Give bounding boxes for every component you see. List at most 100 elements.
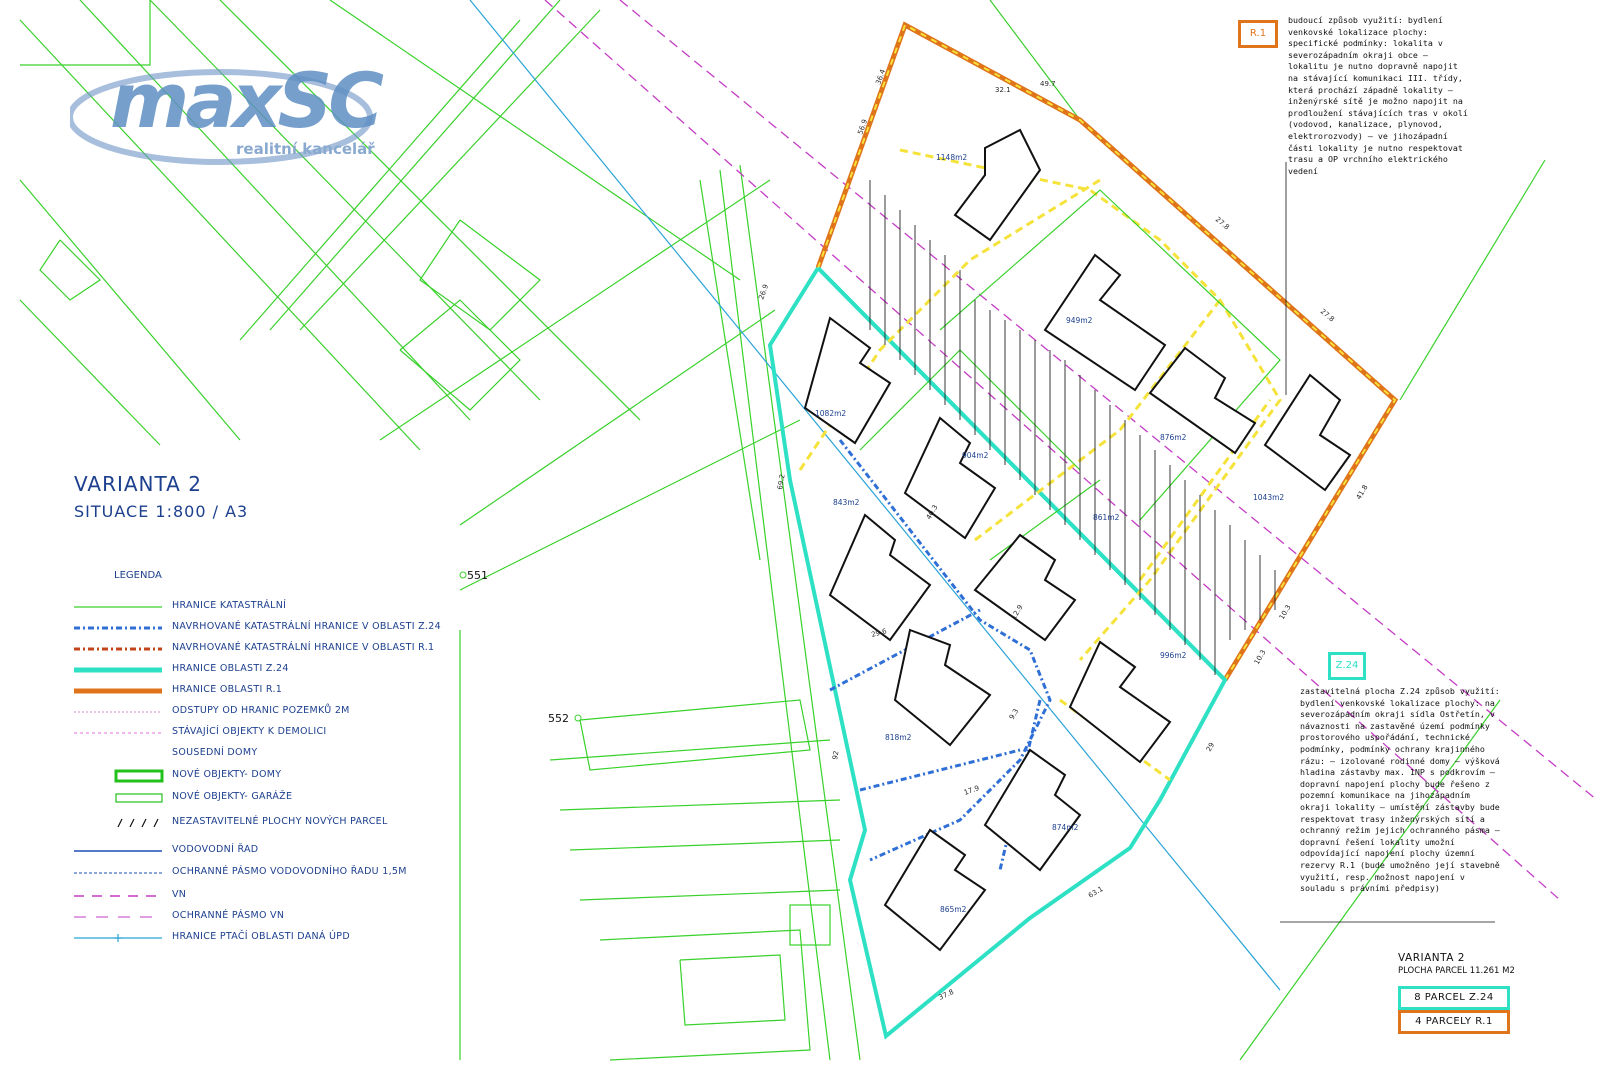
- legend-label: NOVÉ OBJEKTY- DOMY: [172, 769, 282, 780]
- r1-tag: R.1: [1238, 20, 1278, 48]
- legend-label: OCHRANNÉ PÁSMO VODOVODNÍHO ŘADU 1,5M: [172, 866, 407, 877]
- bird-area-line: [469, 0, 1281, 991]
- water-line-icon: [74, 850, 162, 852]
- dimension-label: 10.3: [1253, 648, 1268, 666]
- legend-item-cadastral: HRANICE KATASTRÁLNÍ: [74, 599, 474, 615]
- legend-panel: [44, 450, 456, 1060]
- new-houses-box-icon: [114, 769, 164, 783]
- demolition-line-icon: [74, 732, 162, 734]
- parcel-label: 949m2: [1066, 316, 1093, 325]
- hatched-area: [869, 180, 1276, 675]
- point-label: 551: [467, 569, 488, 582]
- dimension-label: 49.7: [1040, 80, 1056, 88]
- dimension-label: 10.3: [1278, 603, 1293, 621]
- dimension-label: 29: [1205, 741, 1216, 753]
- legend-item-setback: ODSTUPY OD HRANIC POZEMKŮ 2M: [74, 704, 474, 720]
- summary-area: PLOCHA PARCEL 11.261 M2: [1398, 966, 1515, 976]
- legend-item-water: VODOVODNÍ ŘAD: [74, 843, 474, 859]
- dimension-labels: 36.4 49.7 32.1 27.8 27.8 41.8 10.3 10.3 …: [757, 68, 1369, 1002]
- dimension-label: 27.8: [1214, 215, 1231, 231]
- survey-points: 551 552: [459, 569, 582, 725]
- r1-note: budoucí způsob využití: bydlení venkovsk…: [1288, 15, 1468, 176]
- z24-boundary: [767, 266, 1228, 1040]
- area-r1-line-icon: [74, 688, 162, 694]
- parcel-label: 818m2: [885, 733, 912, 742]
- title-main: VARIANTA 2: [74, 472, 202, 496]
- legend-item-bird: HRANICE PTAČÍ OBLASTI DANÁ ÚPD: [74, 930, 474, 946]
- new-garages-box-icon: [115, 793, 163, 803]
- cadastral-line-icon: [74, 606, 162, 608]
- legend-label: SOUSEDNÍ DOMY: [172, 747, 258, 758]
- parcel-label: 1082m2: [815, 409, 846, 418]
- parcel-label: 996m2: [1160, 651, 1187, 660]
- legend-label: HRANICE PTAČÍ OBLASTI DANÁ ÚPD: [172, 931, 350, 942]
- z24-note: zastavitelná plocha Z.24 způsob využití:…: [1300, 686, 1500, 894]
- summary-z24-count: 8 PARCEL Z.24: [1398, 986, 1510, 1010]
- legend-label: NEZASTAVITELNÉ PLOCHY NOVÝCH PARCEL: [172, 816, 388, 827]
- parcel-label: 876m2: [1160, 433, 1187, 442]
- z24-tag: Z.24: [1328, 652, 1366, 680]
- legend-title: LEGENDA: [114, 570, 162, 581]
- point-label: 552: [548, 712, 569, 725]
- new-houses: [803, 128, 1352, 952]
- parcel-labels: 1148m2 949m2 876m2 1043m2 1082m2 904m2 8…: [815, 153, 1284, 914]
- legend-item-vn-zone: OCHRANNÉ PÁSMO VN: [74, 909, 474, 925]
- note-leaders: [1280, 162, 1495, 923]
- parcel-label: 1043m2: [1253, 493, 1284, 502]
- legend-label: NAVRHOVANÉ KATASTRÁLNÍ HRANICE V OBLASTI…: [172, 621, 441, 632]
- dimension-label: 27.8: [1319, 307, 1336, 323]
- legend-item-hatch: NEZASTAVITELNÉ PLOCHY NOVÝCH PARCEL: [74, 815, 474, 831]
- proposed-r1-line-icon: [74, 647, 162, 651]
- parcel-label: 843m2: [833, 498, 860, 507]
- logo: maxSC realitní kancelář: [70, 56, 390, 172]
- bird-line-icon: [74, 934, 162, 942]
- parcel-label: 1148m2: [936, 153, 967, 162]
- legend-item-neighbor: SOUSEDNÍ DOMY: [74, 746, 474, 762]
- dimension-label: 41.8: [1355, 483, 1370, 501]
- dimension-label: 17.9: [963, 784, 980, 797]
- logo-subtitle: realitní kancelář: [236, 140, 375, 158]
- legend-label: HRANICE OBLASTI Z.24: [172, 663, 289, 674]
- legend-item-proposed-z24: NAVRHOVANÉ KATASTRÁLNÍ HRANICE V OBLASTI…: [74, 620, 474, 636]
- legend-label: NOVÉ OBJEKTY- GARÁŽE: [172, 791, 293, 802]
- legend-item-area-r1: HRANICE OBLASTI R.1: [74, 683, 474, 699]
- dimension-label: 26.9: [757, 283, 770, 300]
- water-zone-line-icon: [74, 872, 162, 874]
- legend-label: ODSTUPY OD HRANIC POZEMKŮ 2M: [172, 705, 350, 716]
- legend-label: VODOVODNÍ ŘAD: [172, 844, 259, 855]
- vn-lines: [544, 0, 1597, 901]
- legend-item-demolition: STÁVAJÍCÍ OBJEKTY K DEMOLICI: [74, 725, 474, 741]
- title-sub: SITUACE 1:800 / A3: [74, 502, 249, 521]
- legend-item-proposed-r1: NAVRHOVANÉ KATASTRÁLNÍ HRANICE V OBLASTI…: [74, 641, 474, 657]
- legend-label: HRANICE KATASTRÁLNÍ: [172, 600, 287, 611]
- parcel-label: 904m2: [962, 451, 989, 460]
- legend-item-vn: VN: [74, 888, 474, 904]
- hatch-icon: [117, 818, 159, 828]
- legend-label: HRANICE OBLASTI R.1: [172, 684, 283, 695]
- parcel-label: 861m2: [1093, 513, 1120, 522]
- area-z24-line-icon: [74, 667, 162, 673]
- vn-line-icon: [74, 895, 162, 897]
- neighbor-buildings: [459, 630, 841, 1061]
- neighbor-line-icon: [74, 753, 162, 755]
- dimension-label: 69.2: [776, 474, 787, 491]
- parcel-label: 865m2: [940, 905, 967, 914]
- summary: VARIANTA 2 PLOCHA PARCEL 11.261 M2: [1398, 952, 1515, 976]
- legend-item-new-houses: NOVÉ OBJEKTY- DOMY: [74, 768, 474, 784]
- drawing-title: VARIANTA 2 SITUACE 1:800 / A3: [74, 472, 248, 521]
- dimension-label: 29.6: [870, 627, 888, 639]
- dimension-label: 92: [831, 750, 840, 760]
- legend-item-area-z24: HRANICE OBLASTI Z.24: [74, 662, 474, 678]
- summary-r1-count: 4 PARCELY R.1: [1398, 1010, 1510, 1034]
- cadastral-background: [19, 0, 1546, 1061]
- logo-brand: maxSC: [110, 56, 384, 145]
- logo-swoosh-icon: [70, 69, 373, 165]
- setback-line-icon: [74, 711, 162, 713]
- r1-boundary: [815, 21, 1399, 682]
- dimension-label: 32.1: [995, 86, 1011, 94]
- dimension-label: 9.3: [1008, 707, 1020, 721]
- legend-label: NAVRHOVANÉ KATASTRÁLNÍ HRANICE V OBLASTI…: [172, 642, 435, 653]
- legend-label: STÁVAJÍCÍ OBJEKTY K DEMOLICI: [172, 726, 327, 737]
- legend-item-water-zone: OCHRANNÉ PÁSMO VODOVODNÍHO ŘADU 1,5M: [74, 865, 474, 881]
